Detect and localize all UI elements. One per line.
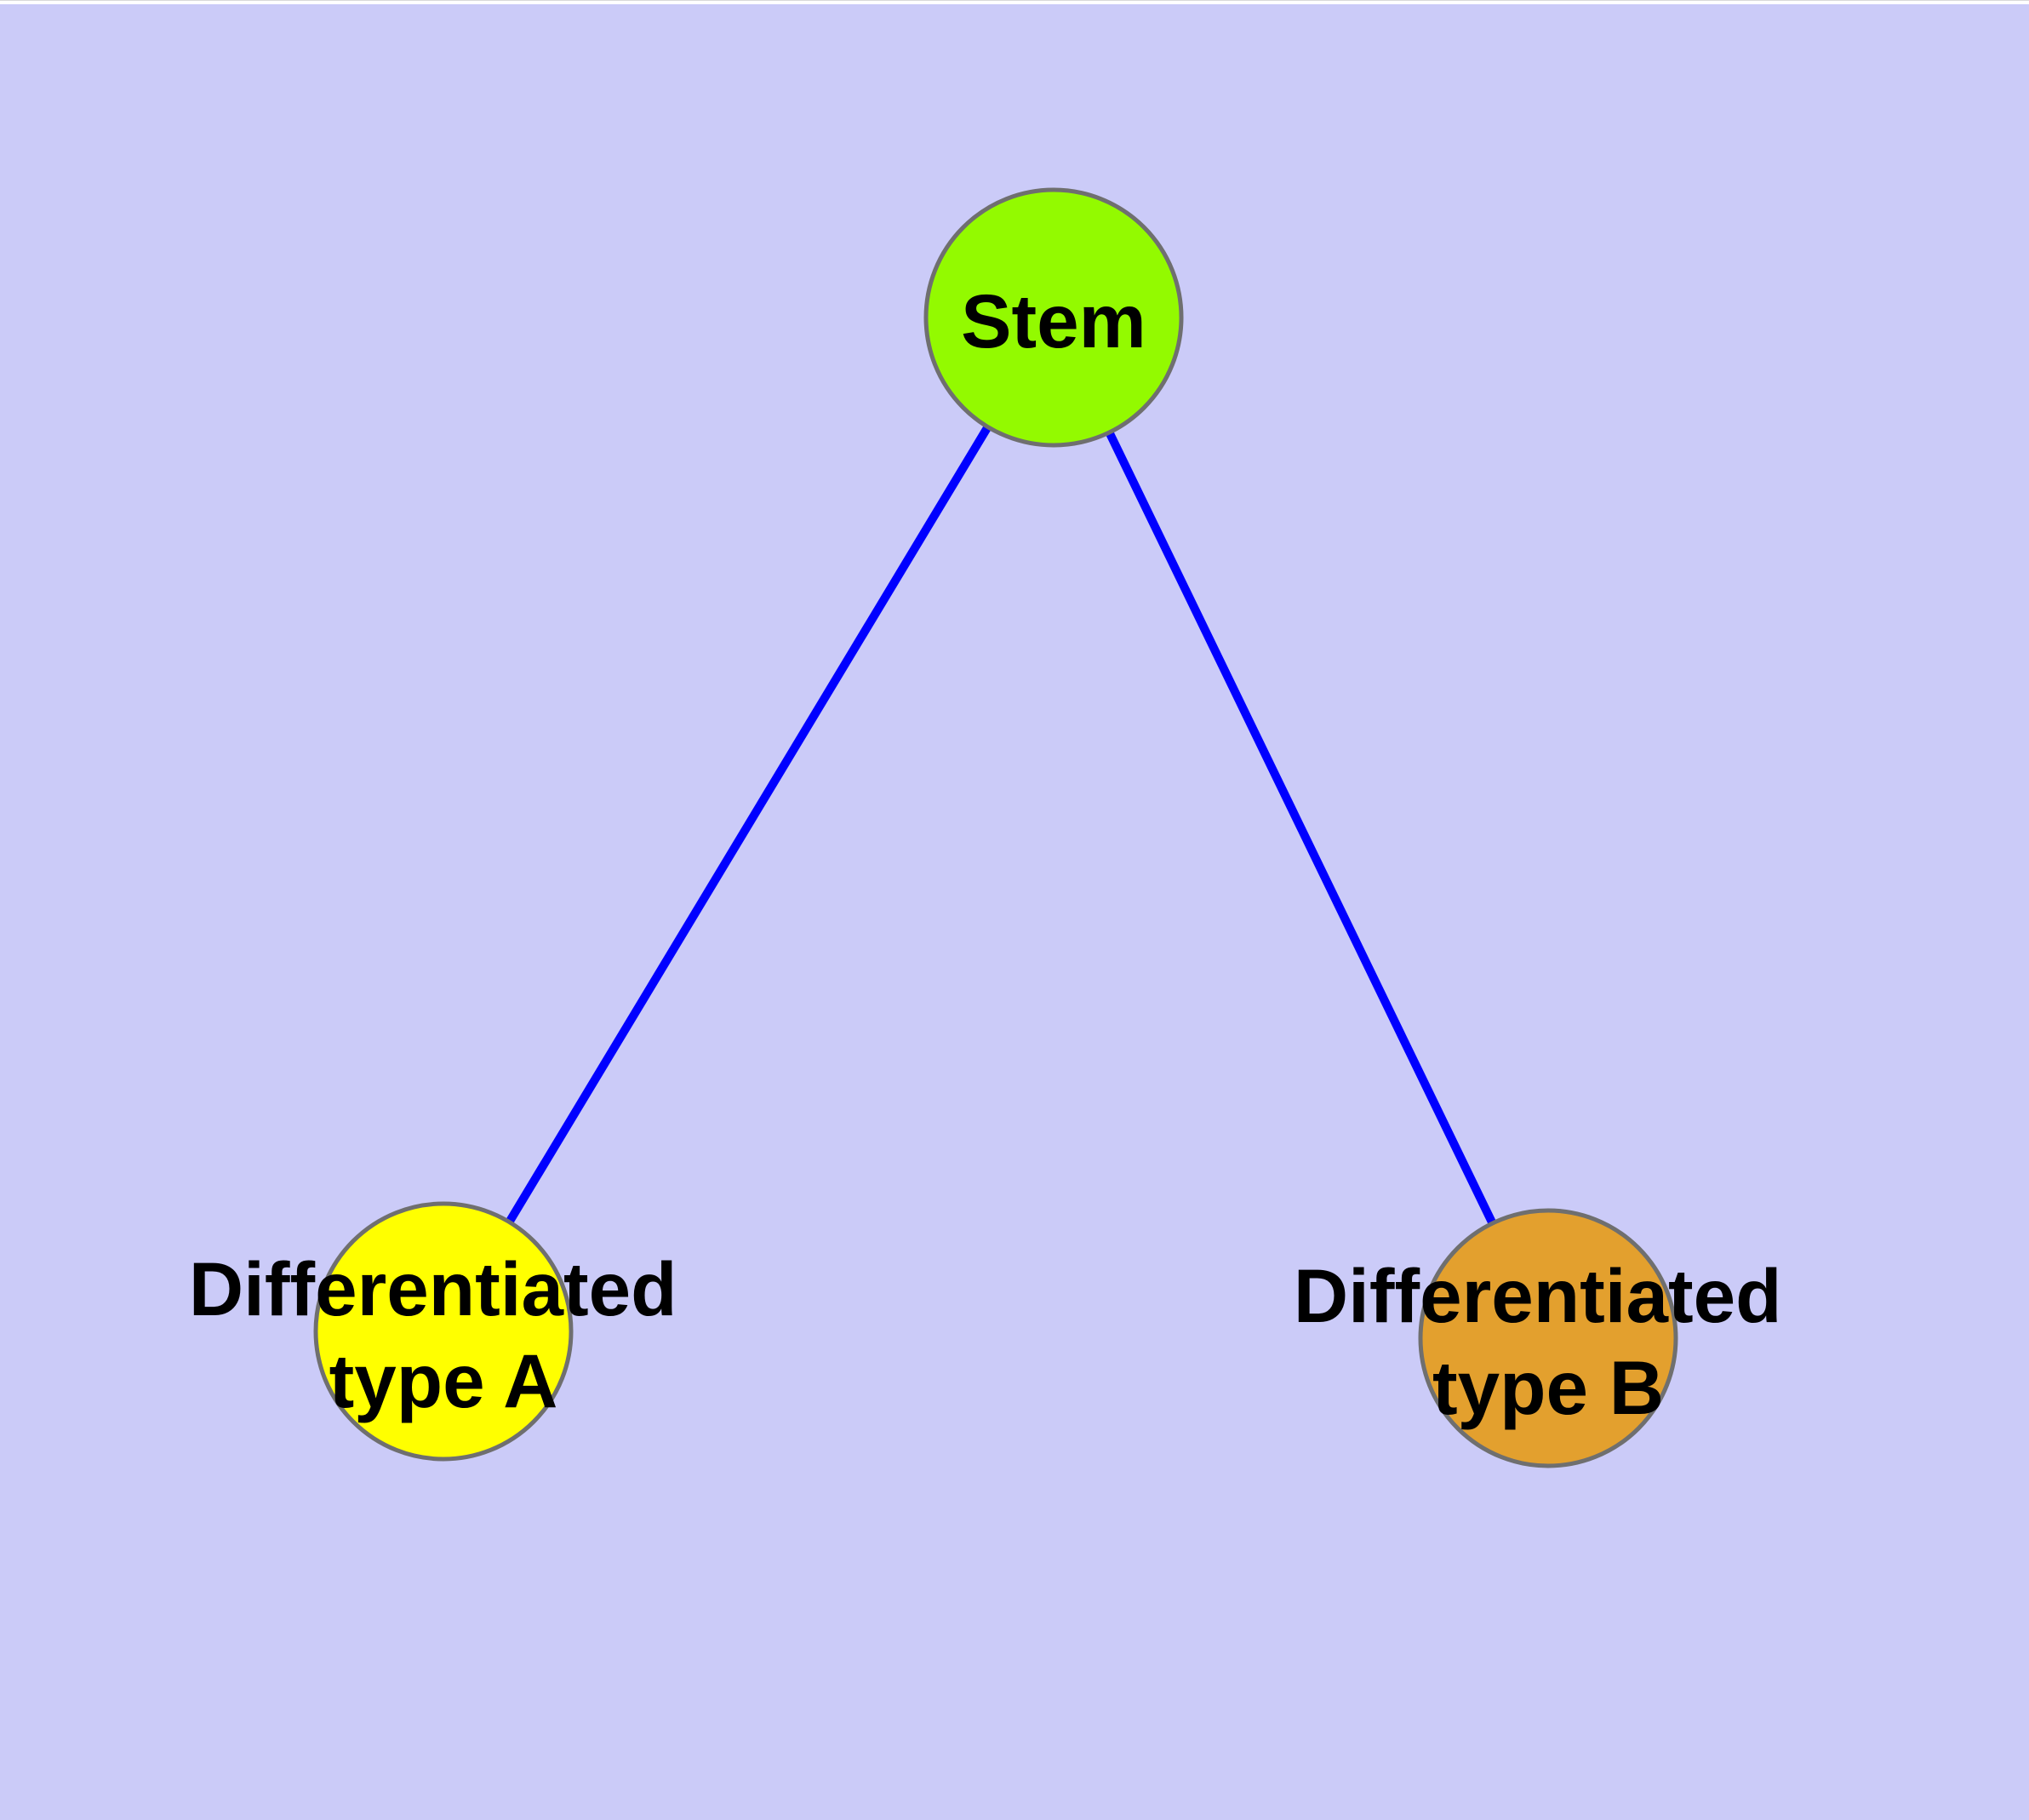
node-differentiated-type-b-label-line2: type B xyxy=(1432,1345,1664,1430)
window-top-edge xyxy=(0,0,2029,4)
node-differentiated-type-a-circle xyxy=(313,1201,574,1462)
node-differentiated-type-a: Differentiated type A xyxy=(189,1201,698,1462)
node-differentiated-type-b-label-line1: Differentiated xyxy=(1294,1253,1782,1338)
edge-stem-to-type-b xyxy=(1049,315,1552,1341)
node-stem: Stem xyxy=(923,187,1184,448)
edge-stem-to-type-a xyxy=(439,315,1058,1334)
node-differentiated-type-b-label: Differentiated type B xyxy=(1294,1253,1803,1430)
node-differentiated-type-a-label-line2: type A xyxy=(329,1338,558,1423)
window-top-hairline xyxy=(0,0,2029,1)
node-differentiated-type-b-circle xyxy=(1418,1208,1678,1468)
node-differentiated-type-b: Differentiated type B xyxy=(1294,1208,1803,1468)
node-stem-label: Stem xyxy=(961,278,1146,363)
node-stem-circle xyxy=(923,187,1184,448)
node-differentiated-type-a-label: Differentiated type A xyxy=(189,1246,698,1423)
node-differentiated-type-a-label-line1: Differentiated xyxy=(189,1246,677,1331)
